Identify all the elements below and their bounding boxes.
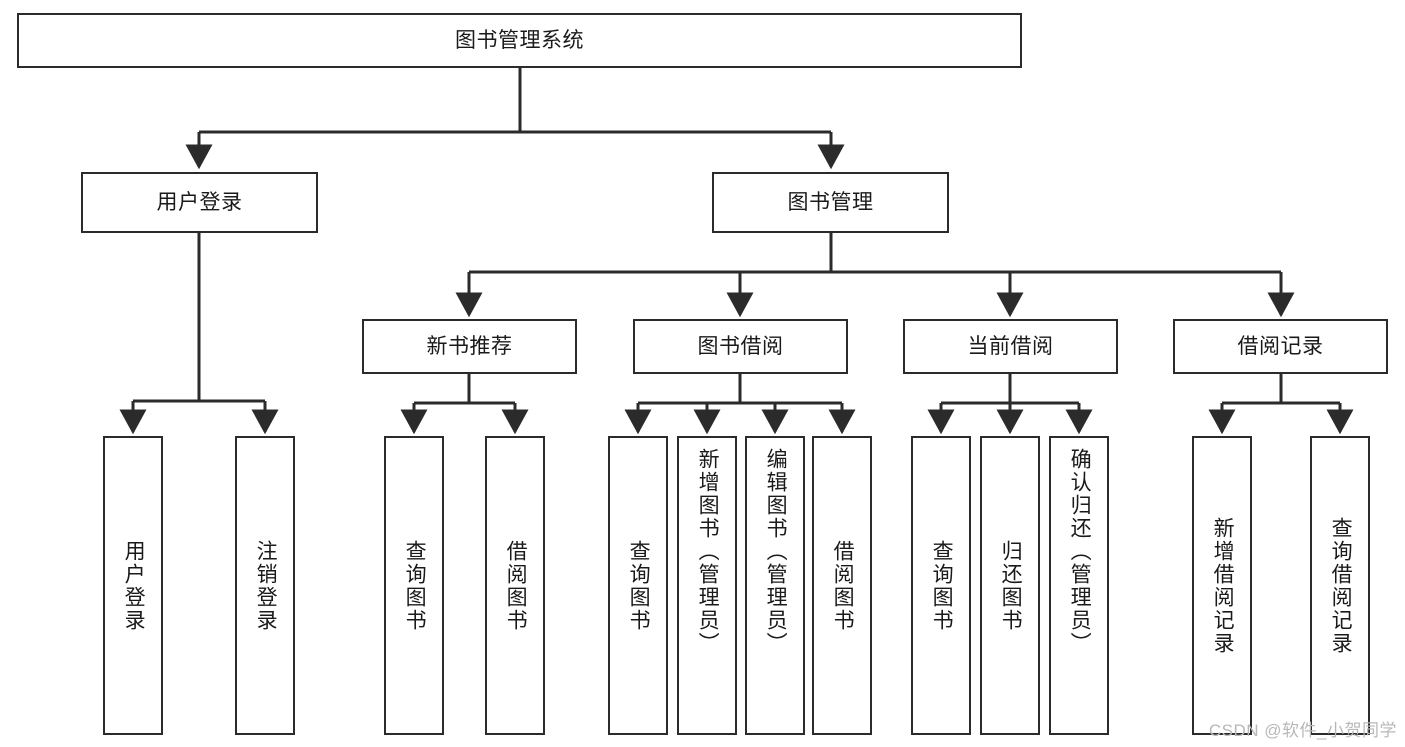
csdn-watermark: CSDN @软件_小贺同学 [1208,721,1397,740]
node-book-manage[interactable]: 图书管理 [712,172,949,233]
node-book-borrow[interactable]: 图书借阅 [633,319,848,374]
node-current-borrow-label: 当前借阅 [967,334,1054,358]
node-leaf-query-record-label: 查询借阅记录 [1329,516,1353,655]
node-leaf-user-login-label: 用户登录 [122,539,146,632]
node-leaf-add-record-label: 新增借阅记录 [1211,516,1235,655]
node-leaf-logout[interactable]: 注销登录 [235,436,295,735]
node-leaf-query-record[interactable]: 查询借阅记录 [1310,436,1370,735]
node-leaf-borrow-book-1-label: 借阅图书 [504,539,528,632]
node-leaf-query-book-2[interactable]: 查询图书 [608,436,668,735]
node-leaf-add-record[interactable]: 新增借阅记录 [1192,436,1252,735]
node-current-borrow[interactable]: 当前借阅 [903,319,1118,374]
node-leaf-return-book-label: 归还图书 [999,539,1023,632]
node-leaf-return-book[interactable]: 归还图书 [980,436,1040,735]
node-leaf-query-book-3[interactable]: 查询图书 [911,436,971,735]
node-new-book-recommend-label: 新书推荐 [426,334,513,358]
node-borrow-record-label: 借阅记录 [1237,334,1324,358]
node-leaf-user-login[interactable]: 用户登录 [103,436,163,735]
node-root[interactable]: 图书管理系统 [17,13,1022,68]
node-book-manage-label: 图书管理 [787,190,874,214]
node-leaf-edit-book[interactable]: 编辑图书（管理员） [745,436,805,735]
node-leaf-borrow-book-1[interactable]: 借阅图书 [485,436,545,735]
node-leaf-borrow-book-2-label: 借阅图书 [831,539,855,632]
node-user-login[interactable]: 用户登录 [81,172,318,233]
node-leaf-confirm-return-label: 确认归还（管理员） [1068,448,1092,655]
node-book-borrow-label: 图书借阅 [697,334,784,358]
node-root-label: 图书管理系统 [455,28,584,52]
node-leaf-query-book-1[interactable]: 查询图书 [384,436,444,735]
node-new-book-recommend[interactable]: 新书推荐 [362,319,577,374]
node-leaf-query-book-2-label: 查询图书 [627,539,651,632]
node-leaf-add-book-label: 新增图书（管理员） [696,448,720,655]
node-leaf-add-book[interactable]: 新增图书（管理员） [677,436,737,735]
node-leaf-query-book-1-label: 查询图书 [403,539,427,632]
node-leaf-logout-label: 注销登录 [254,539,278,632]
node-user-login-label: 用户登录 [156,190,243,214]
node-leaf-borrow-book-2[interactable]: 借阅图书 [812,436,872,735]
node-leaf-query-book-3-label: 查询图书 [930,539,954,632]
node-borrow-record[interactable]: 借阅记录 [1173,319,1388,374]
node-leaf-edit-book-label: 编辑图书（管理员） [764,448,788,655]
node-leaf-confirm-return[interactable]: 确认归还（管理员） [1049,436,1109,735]
